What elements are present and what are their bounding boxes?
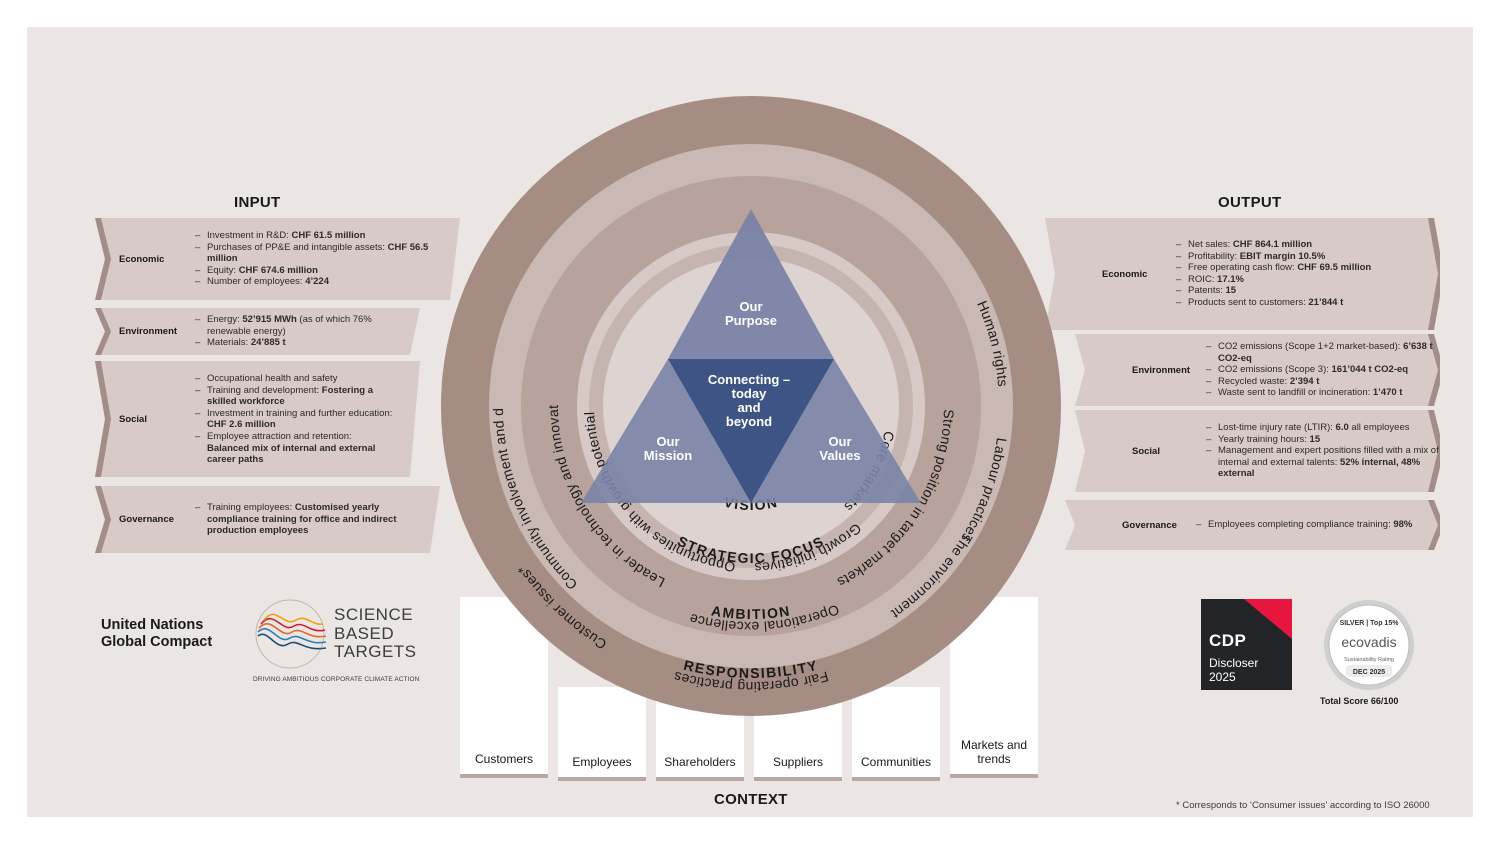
cdp-line1: Discloser — [1209, 656, 1259, 670]
input-governance-panel: Governance Training employees: Customised… — [95, 486, 440, 553]
cdp-red-corner — [1244, 599, 1292, 639]
sbt-logo-icon — [255, 599, 327, 669]
triangle-right — [751, 359, 921, 503]
bullet-item: Energy: 52’915 MWh (as of which 76% rene… — [195, 314, 395, 337]
bullet-item: Investment in R&D: CHF 61.5 million — [195, 230, 435, 242]
bullet-item: Waste sent to landfill or incineration: … — [1206, 387, 1441, 399]
panel-category: Economic — [1102, 269, 1148, 280]
context-label: Suppliers — [772, 755, 824, 769]
bullet-item: CO2 emissions (Scope 3): 161’044 t CO2-e… — [1206, 364, 1441, 376]
sbt-tagline: DRIVING AMBITIOUS CORPORATE CLIMATE ACTI… — [253, 676, 420, 683]
bullet-item: Patents: 15 — [1176, 285, 1411, 297]
panel-category: Social — [1132, 446, 1160, 457]
ecovadis-date: DEC 2025 — [1353, 669, 1385, 676]
input-heading: INPUT — [234, 194, 281, 211]
panel-bullets: Training employees: Customised yearly co… — [195, 502, 415, 537]
input-social-panel: Social Occupational health and safetyTrai… — [95, 361, 420, 477]
bullet-item: Equity: CHF 674.6 million — [195, 265, 435, 277]
bullet-item: Profitability: EBIT margin 10.5% — [1176, 251, 1411, 263]
output-economic-panel: Economic Net sales: CHF 864.1 millionProf… — [1045, 218, 1440, 330]
context-label: Shareholders — [664, 755, 736, 769]
panel-arrow — [95, 308, 111, 355]
panel-category: Environment — [1132, 365, 1191, 376]
cdp-line2: 2025 — [1209, 670, 1236, 684]
panel-bullets: Occupational health and safetyTraining a… — [195, 373, 395, 466]
context-label: Employees — [572, 755, 632, 769]
panel-arrow — [95, 486, 111, 553]
output-governance-panel: Governance Employees completing complianc… — [1065, 500, 1440, 550]
triangle-center — [668, 359, 834, 503]
input-environment-panel: Environment Energy: 52’915 MWh (as of whi… — [95, 308, 420, 355]
bullet-item: Purchases of PP&E and intangible assets:… — [195, 242, 435, 265]
context-column-customers: Customers — [460, 597, 548, 778]
bullet-item: ROIC: 17.1% — [1176, 274, 1411, 286]
panel-arrow — [95, 361, 111, 477]
ecovadis-name: ecovadis — [1341, 634, 1396, 650]
bullet-item: Recycled waste: 2’394 t — [1206, 376, 1441, 388]
cdp-badge: CDP Discloser 2025 — [1201, 599, 1292, 690]
panel-bullets: CO2 emissions (Scope 1+2 market-based): … — [1206, 341, 1441, 399]
context-heading: CONTEXT — [714, 791, 788, 808]
bullet-item: Yearly training hours: 15 — [1206, 434, 1441, 446]
panel-category: Governance — [119, 514, 174, 525]
bullet-item: Management and expert positions filled w… — [1206, 445, 1441, 480]
bullet-item: Training employees: Customised yearly co… — [195, 502, 415, 537]
panel-arrow — [1428, 218, 1440, 330]
panel-category: Economic — [119, 254, 165, 265]
bullet-item: Lost-time injury rate (LTIR): 6.0 all em… — [1206, 422, 1441, 434]
context-label: Customers — [474, 752, 533, 766]
ungc-label: United Nations Global Compact — [101, 617, 213, 650]
panel-category: Governance — [1122, 520, 1177, 531]
bullet-item: Products sent to customers: 21’844 t — [1176, 297, 1411, 309]
panel-bullets: Lost-time injury rate (LTIR): 6.0 all em… — [1206, 422, 1441, 480]
footnote: * Corresponds to ‘Consumer issues’ accor… — [1176, 800, 1430, 811]
ecovadis-sub: Sustainability Rating — [1344, 657, 1394, 663]
bullet-item: Number of employees: 4’224 — [195, 276, 435, 288]
bullet-item: Employees completing compliance training… — [1196, 519, 1431, 531]
ecovadis-medal: SILVER | Top 15% ecovadis Sustainability… — [1324, 600, 1414, 690]
panel-category: Environment — [119, 326, 178, 337]
context-label: Markets and trends — [960, 738, 1028, 766]
ecovadis-top: SILVER | Top 15% — [1340, 620, 1400, 627]
output-environment-panel: Environment CO2 emissions (Scope 1+2 mark… — [1075, 334, 1440, 406]
panel-arrow — [1428, 500, 1440, 550]
panel-category: Social — [119, 414, 147, 425]
input-economic-panel: Economic Investment in R&D: CHF 61.5 mill… — [95, 218, 460, 300]
label-ambition: AMBITION — [710, 602, 792, 622]
bullet-item: Investment in training and further educa… — [195, 408, 395, 431]
output-social-panel: Social Lost-time injury rate (LTIR): 6.0 … — [1075, 410, 1440, 492]
bullet-item: Free operating cash flow: CHF 69.5 milli… — [1176, 262, 1411, 274]
context-column-communities: Communities — [852, 687, 940, 781]
panel-arrow — [95, 218, 111, 300]
triangle-left — [581, 359, 751, 503]
output-heading: OUTPUT — [1218, 194, 1282, 211]
cdp-logo: CDP — [1209, 631, 1247, 650]
panel-bullets: Investment in R&D: CHF 61.5 millionPurch… — [195, 230, 435, 288]
context-label: Communities — [860, 755, 932, 769]
bullet-item: CO2 emissions (Scope 1+2 market-based): … — [1206, 341, 1441, 364]
panel-bullets: Net sales: CHF 864.1 millionProfitabilit… — [1176, 239, 1411, 309]
bullet-item: Training and development: Fostering a sk… — [195, 385, 395, 408]
triangle-top — [668, 209, 834, 359]
bullet-item: Employee attraction and retention: Balan… — [195, 431, 395, 466]
bullet-item: Net sales: CHF 864.1 million — [1176, 239, 1411, 251]
panel-bullets: Employees completing compliance training… — [1196, 519, 1431, 531]
bullet-item: Materials: 24’885 t — [195, 337, 395, 349]
context-column-employees: Employees — [558, 687, 646, 781]
ecovadis-score: Total Score 66/100 — [1320, 696, 1399, 706]
bullet-item: Occupational health and safety — [195, 373, 395, 385]
panel-bullets: Energy: 52’915 MWh (as of which 76% rene… — [195, 314, 395, 349]
